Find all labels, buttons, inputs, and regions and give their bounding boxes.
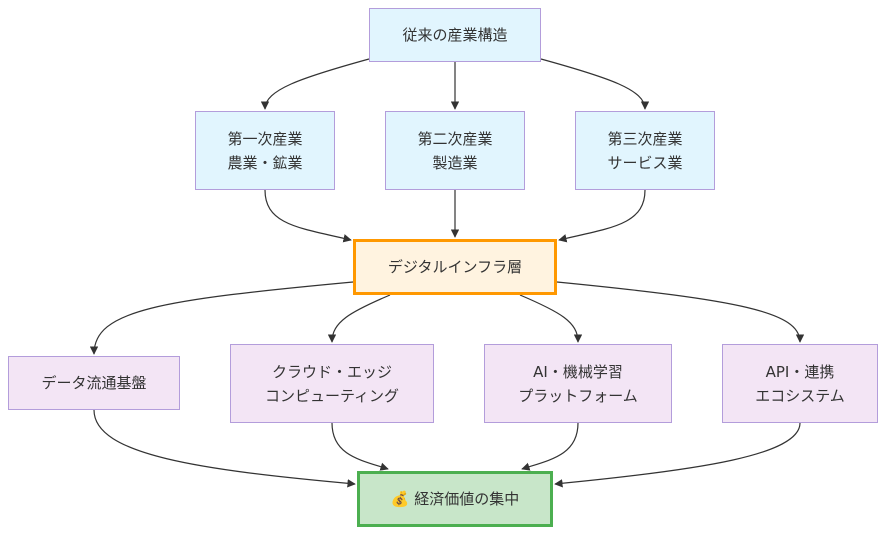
node-cloud: クラウド・エッジ コンピューティング: [230, 344, 434, 423]
edge-ai-to-value: [521, 422, 579, 471]
edge-api-to-value: [554, 422, 801, 488]
edge-tertiary-to-infra: [558, 189, 646, 243]
edge-data-to-value: [93, 409, 356, 488]
edge-traditional-to-primary: [260, 58, 370, 110]
node-traditional: 従来の産業構造: [369, 8, 541, 62]
node-primary: 第一次産業 農業・鉱業: [195, 111, 335, 190]
node-value-line-1: 💰 経済価値の集中: [390, 490, 520, 508]
node-value: 💰 経済価値の集中: [357, 471, 553, 527]
node-api: API・連携 エコシステム: [722, 344, 878, 423]
node-secondary-line-2: 製造業: [432, 153, 478, 172]
edge-primary-to-infra: [264, 189, 352, 243]
node-data: データ流通基盤: [8, 356, 180, 410]
node-secondary: 第二次産業 製造業: [385, 111, 525, 190]
node-data-line-1: データ流通基盤: [41, 374, 147, 392]
node-api-line-2: エコシステム: [755, 386, 845, 405]
edge-infra-to-cloud: [327, 294, 391, 343]
node-cloud-line-2: コンピューティング: [264, 386, 400, 405]
node-ai: AI・機械学習 プラットフォーム: [484, 344, 672, 423]
node-ai-line-2: プラットフォーム: [518, 386, 638, 405]
node-traditional-line-1: 従来の産業構造: [402, 26, 508, 44]
node-primary-line-2: 農業・鉱業: [227, 153, 303, 172]
node-cloud-line-1: クラウド・エッジ: [271, 362, 392, 381]
node-tertiary: 第三次産業 サービス業: [575, 111, 715, 190]
edge-infra-to-api: [556, 281, 805, 343]
edge-infra-to-data: [89, 281, 354, 355]
node-infra-line-1: デジタルインフラ層: [387, 258, 523, 276]
node-api-line-1: API・連携: [765, 362, 835, 381]
node-ai-line-1: AI・機械学習: [533, 362, 623, 381]
edge-infra-to-ai: [519, 294, 583, 343]
node-secondary-line-1: 第二次産業: [417, 129, 493, 148]
edge-traditional-to-tertiary: [540, 58, 650, 110]
node-tertiary-line-2: サービス業: [607, 153, 683, 172]
edge-cloud-to-value: [331, 422, 389, 471]
node-infra: デジタルインフラ層: [353, 239, 557, 295]
node-primary-line-1: 第一次産業: [227, 129, 303, 148]
node-tertiary-line-1: 第三次産業: [607, 129, 683, 148]
